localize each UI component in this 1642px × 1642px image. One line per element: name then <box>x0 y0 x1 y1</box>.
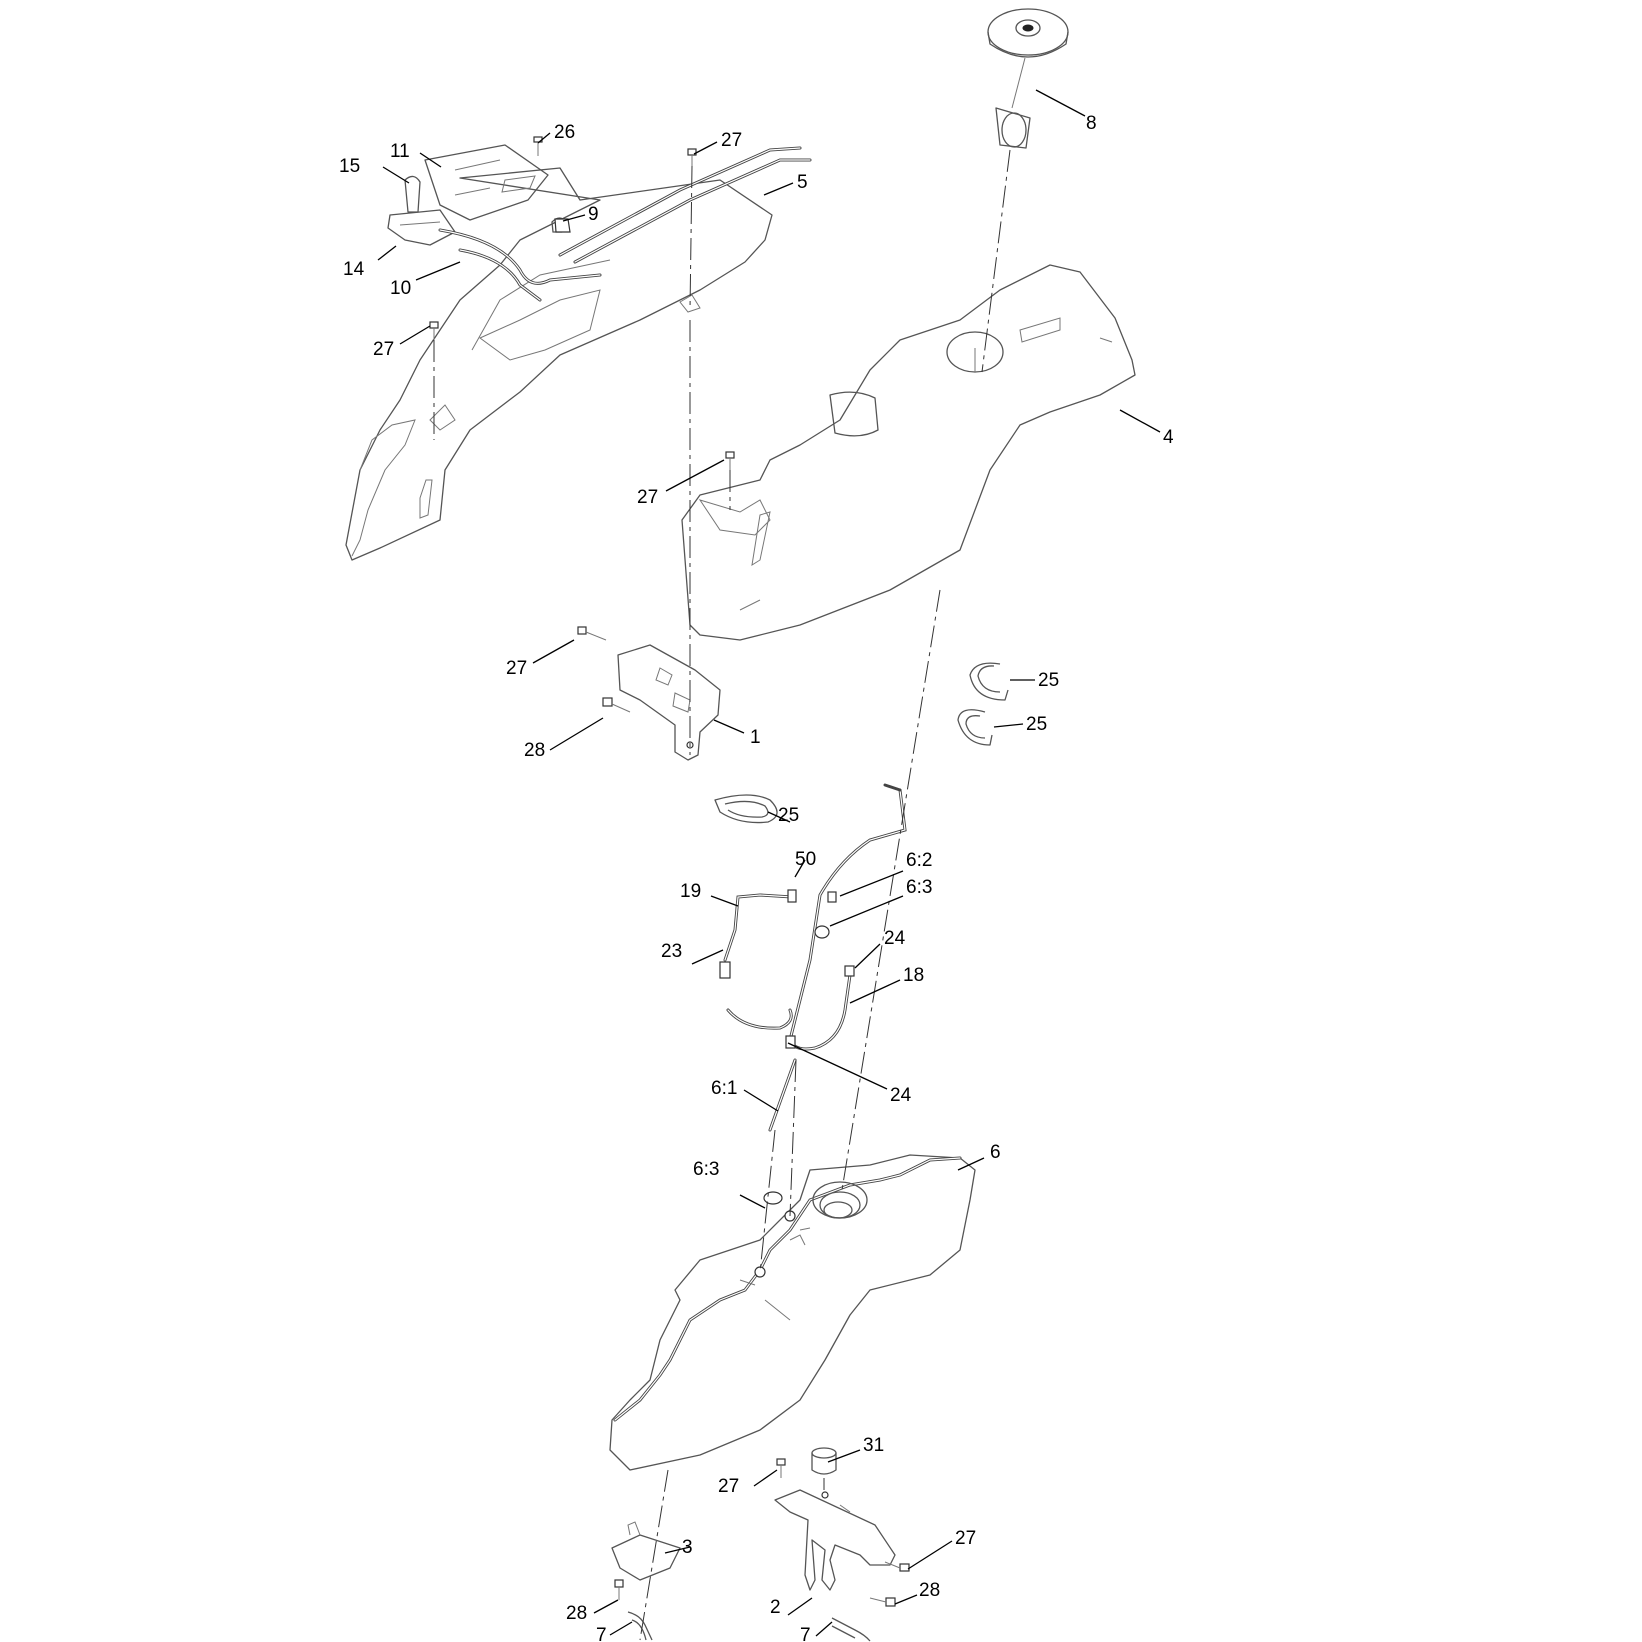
callout-7: 7 <box>800 1625 811 1642</box>
callout-9: 9 <box>588 204 599 225</box>
callout-5: 5 <box>797 172 808 193</box>
callout-27: 27 <box>955 1528 977 1549</box>
callout-leader-lines <box>377 89 1161 1637</box>
fuel-tank-top-part-4 <box>681 264 1136 641</box>
callout-6: 6 <box>990 1142 1001 1163</box>
callout-25: 25 <box>778 805 800 826</box>
fitting-part-24a <box>844 965 855 977</box>
callout-2: 2 <box>770 1597 781 1618</box>
throttle-linkage-part-10 <box>387 146 812 302</box>
bumper-part-31 <box>811 1447 837 1475</box>
fitting-part-24b <box>785 1035 796 1049</box>
callout-31: 31 <box>863 1435 885 1456</box>
control-plate-part-11 <box>424 144 549 221</box>
callout-27: 27 <box>506 658 528 679</box>
bolt-part-28b <box>869 1597 896 1607</box>
callout-23: 23 <box>661 941 683 962</box>
clip-part-9 <box>554 218 571 233</box>
fitting-part-23 <box>719 961 731 979</box>
callout-14: 14 <box>343 259 365 280</box>
callout-10: 10 <box>390 278 412 299</box>
callout-6-3: 6:3 <box>693 1159 720 1180</box>
fuel-line-part-19 <box>723 893 794 962</box>
screw-part-27f <box>884 1561 910 1572</box>
bolt-part-28a <box>602 697 631 713</box>
callout-7: 7 <box>596 1625 607 1642</box>
screw-part-27b <box>429 321 439 340</box>
callout-28: 28 <box>566 1603 588 1624</box>
screw-part-27e <box>776 1458 786 1478</box>
callout-28: 28 <box>919 1580 941 1601</box>
bracket-part-2 <box>774 1489 896 1591</box>
fuel-pickup-part-6-1 <box>768 1058 797 1132</box>
callout-28: 28 <box>524 740 546 761</box>
callout-3: 3 <box>682 1537 693 1558</box>
callout-50: 50 <box>795 849 817 870</box>
callout-18: 18 <box>903 965 925 986</box>
screw-part-27c <box>725 451 735 470</box>
callout-11: 11 <box>390 141 410 162</box>
callout-15: 15 <box>339 156 361 177</box>
callout-27: 27 <box>373 339 395 360</box>
callout-24: 24 <box>884 928 906 949</box>
callout-6-1: 6:1 <box>711 1078 738 1099</box>
callout-6-2: 6:2 <box>906 850 933 871</box>
bracket-part-3 <box>611 1521 681 1581</box>
bolt-part-28c <box>614 1579 624 1600</box>
hose-clamp-part-25a <box>969 662 1009 701</box>
hose-clamp-part-25c <box>714 794 778 824</box>
callout-6-3: 6:3 <box>906 877 933 898</box>
callout-26: 26 <box>554 122 576 143</box>
grommet-part-6-3b <box>763 1191 783 1205</box>
callout-19: 19 <box>680 881 702 902</box>
grommet-part-6-3a <box>814 925 830 939</box>
fitting-part-6-2-end <box>827 891 837 903</box>
callout-25: 25 <box>1038 670 1060 691</box>
callout-27: 27 <box>721 130 743 151</box>
hose-clamp-part-25b <box>957 709 993 746</box>
bracket-part-1 <box>617 644 721 761</box>
callout-24: 24 <box>890 1085 912 1106</box>
fuel-tank-part-6 <box>609 1154 976 1471</box>
callout-4: 4 <box>1163 427 1174 448</box>
vent-tube-part-6-2 <box>788 783 907 1042</box>
fuel-cap-part-8 <box>987 8 1069 149</box>
assembly-center-lines <box>433 149 1011 1641</box>
callout-1: 1 <box>750 727 761 748</box>
callout-27: 27 <box>718 1476 740 1497</box>
cover-part-5 <box>345 167 773 561</box>
screw-part-27d <box>577 626 607 641</box>
rod-part-7b <box>831 1617 871 1642</box>
callout-25: 25 <box>1026 714 1048 735</box>
screw-part-27a <box>687 148 697 166</box>
callout-27: 27 <box>637 487 659 508</box>
callout-8: 8 <box>1086 113 1097 134</box>
rod-part-7a <box>627 1611 653 1641</box>
fitting-part-50 <box>787 889 797 903</box>
